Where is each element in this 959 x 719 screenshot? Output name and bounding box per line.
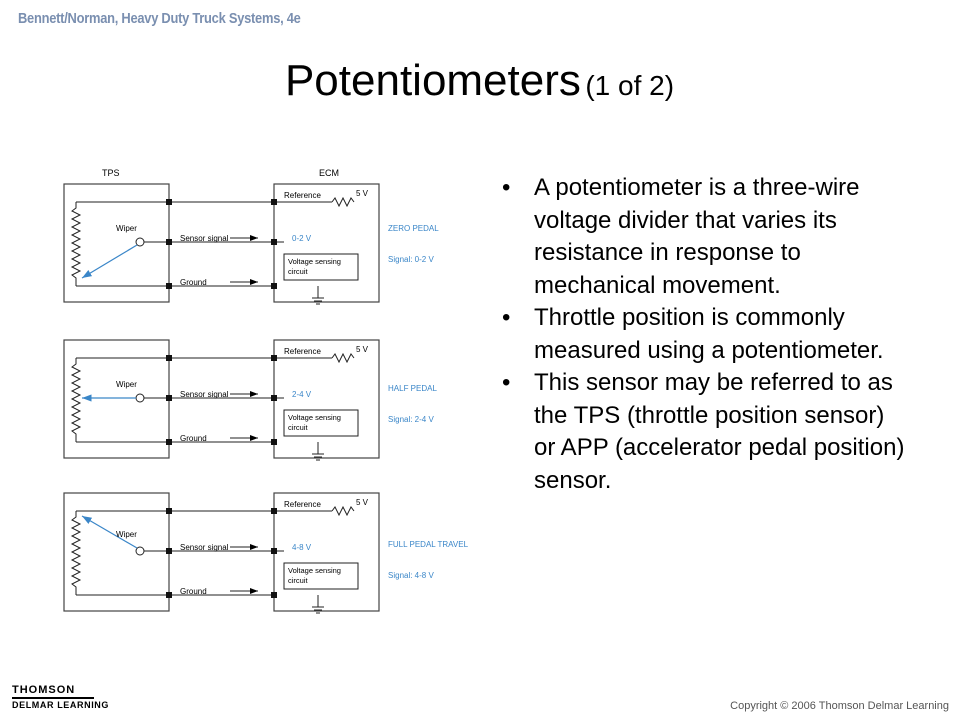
logo-line-2: DELMAR LEARNING [12,700,109,710]
ecm-label: ECM [319,168,339,178]
bullet-item: • Throttle position is commonly measured … [498,302,908,367]
sensor-signal-label: Sensor signal [180,543,229,552]
bullet-item: • This sensor may be referred to as the T… [498,367,908,497]
range-label: 2-4 V [292,390,312,399]
vsc-label-2: circuit [288,267,309,276]
title-sub: (1 of 2) [585,70,675,101]
wiper-label: Wiper [116,224,137,233]
slide-title: Potentiometers (1 of 2) [0,56,959,106]
volts-label: 5 V [356,345,369,354]
tps-label: TPS [102,168,120,178]
bullet-dot: • [502,369,511,396]
vsc-label: Voltage sensing [288,257,341,266]
logo-line-1: THOMSON [12,684,76,696]
bullet-text: A potentiometer is a three-wire voltage … [534,174,860,299]
copyright-notice: Copyright © 2006 Thomson Delmar Learning [730,700,949,712]
signal-label: Signal: 2-4 V [388,415,434,424]
reference-label: Reference [284,191,321,200]
ground-label: Ground [180,278,207,287]
wiper-label: Wiper [116,530,137,539]
vsc-label: Voltage sensing [288,566,341,575]
vsc-label: Voltage sensing [288,413,341,422]
ground-label: Ground [180,587,207,596]
pedal-state-label: ZERO PEDAL [388,224,439,233]
sensor-signal-label: Sensor signal [180,390,229,399]
bullet-text: This sensor may be referred to as the TP… [534,369,905,494]
panel-half-pedal: Reference 5 V Wiper Sensor signal 2-4 V … [63,339,437,461]
publisher-logo: THOMSON DELMAR LEARNING [12,684,109,710]
logo-divider [12,697,94,699]
book-title: Bennett/Norman, Heavy Duty Truck Systems… [18,10,301,27]
signal-label: Signal: 4-8 V [388,571,434,580]
bullet-text: Throttle position is commonly measured u… [534,304,884,364]
reference-label: Reference [284,500,321,509]
vsc-label-2: circuit [288,576,309,585]
bullet-dot: • [502,174,511,201]
signal-label: Signal: 0-2 V [388,255,434,264]
sensor-signal-label: Sensor signal [180,234,229,243]
ground-label: Ground [180,434,207,443]
range-label: 4-8 V [292,543,312,552]
panel-full-pedal: Reference 5 V Wiper Sensor signal 4-8 V … [63,492,469,614]
bullet-item: • A potentiometer is a three-wire voltage… [498,172,908,302]
bullet-list: • A potentiometer is a three-wire voltage… [498,172,908,497]
pedal-state-label: HALF PEDAL [388,384,437,393]
vsc-label-2: circuit [288,423,309,432]
range-label: 0-2 V [292,234,312,243]
reference-label: Reference [284,347,321,356]
tps-circuit-diagram: TPS ECM Reference 5 V Wiper Sensor signa… [63,168,469,614]
panel-zero-pedal: Reference 5 V Wiper Sensor signal 0-2 V … [63,183,439,305]
wiper-label: Wiper [116,380,137,389]
pedal-state-label: FULL PEDAL TRAVEL [388,540,469,549]
title-main: Potentiometers [284,56,581,105]
volts-label: 5 V [356,498,369,507]
bullet-dot: • [502,304,511,331]
volts-label: 5 V [356,189,369,198]
